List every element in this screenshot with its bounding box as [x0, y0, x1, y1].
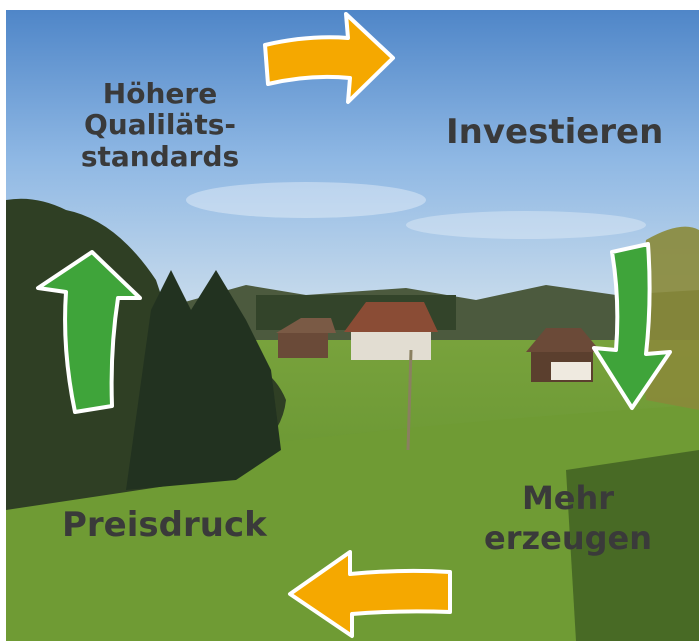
label-line: Mehr — [521, 479, 615, 517]
cloud — [186, 182, 426, 218]
label-price-pressure: Preisdruck — [62, 505, 267, 545]
farmhouse-right — [526, 328, 601, 382]
label-invest: Investieren — [446, 112, 664, 152]
green-arrow-right-icon — [592, 242, 672, 410]
shadow — [566, 450, 699, 641]
power-pole — [406, 349, 413, 451]
label-line: Qualiläts- — [84, 108, 236, 142]
label-line: standards — [80, 139, 240, 173]
green-arrow-left-icon — [36, 250, 142, 414]
cloud — [406, 211, 646, 239]
label-produce-more: Mehr erzeugen — [468, 478, 668, 558]
label-line: Höhere — [102, 77, 218, 110]
orange-arrow-bottom-icon — [288, 550, 452, 638]
farmhouse-left — [276, 318, 336, 358]
farmhouse-center — [344, 302, 438, 360]
label-higher-quality-standards: Höhere Qualiläts- standards — [60, 78, 260, 172]
orange-arrow-top-icon — [263, 12, 395, 104]
fir-trees — [126, 270, 281, 490]
label-line: erzeugen — [484, 519, 652, 557]
